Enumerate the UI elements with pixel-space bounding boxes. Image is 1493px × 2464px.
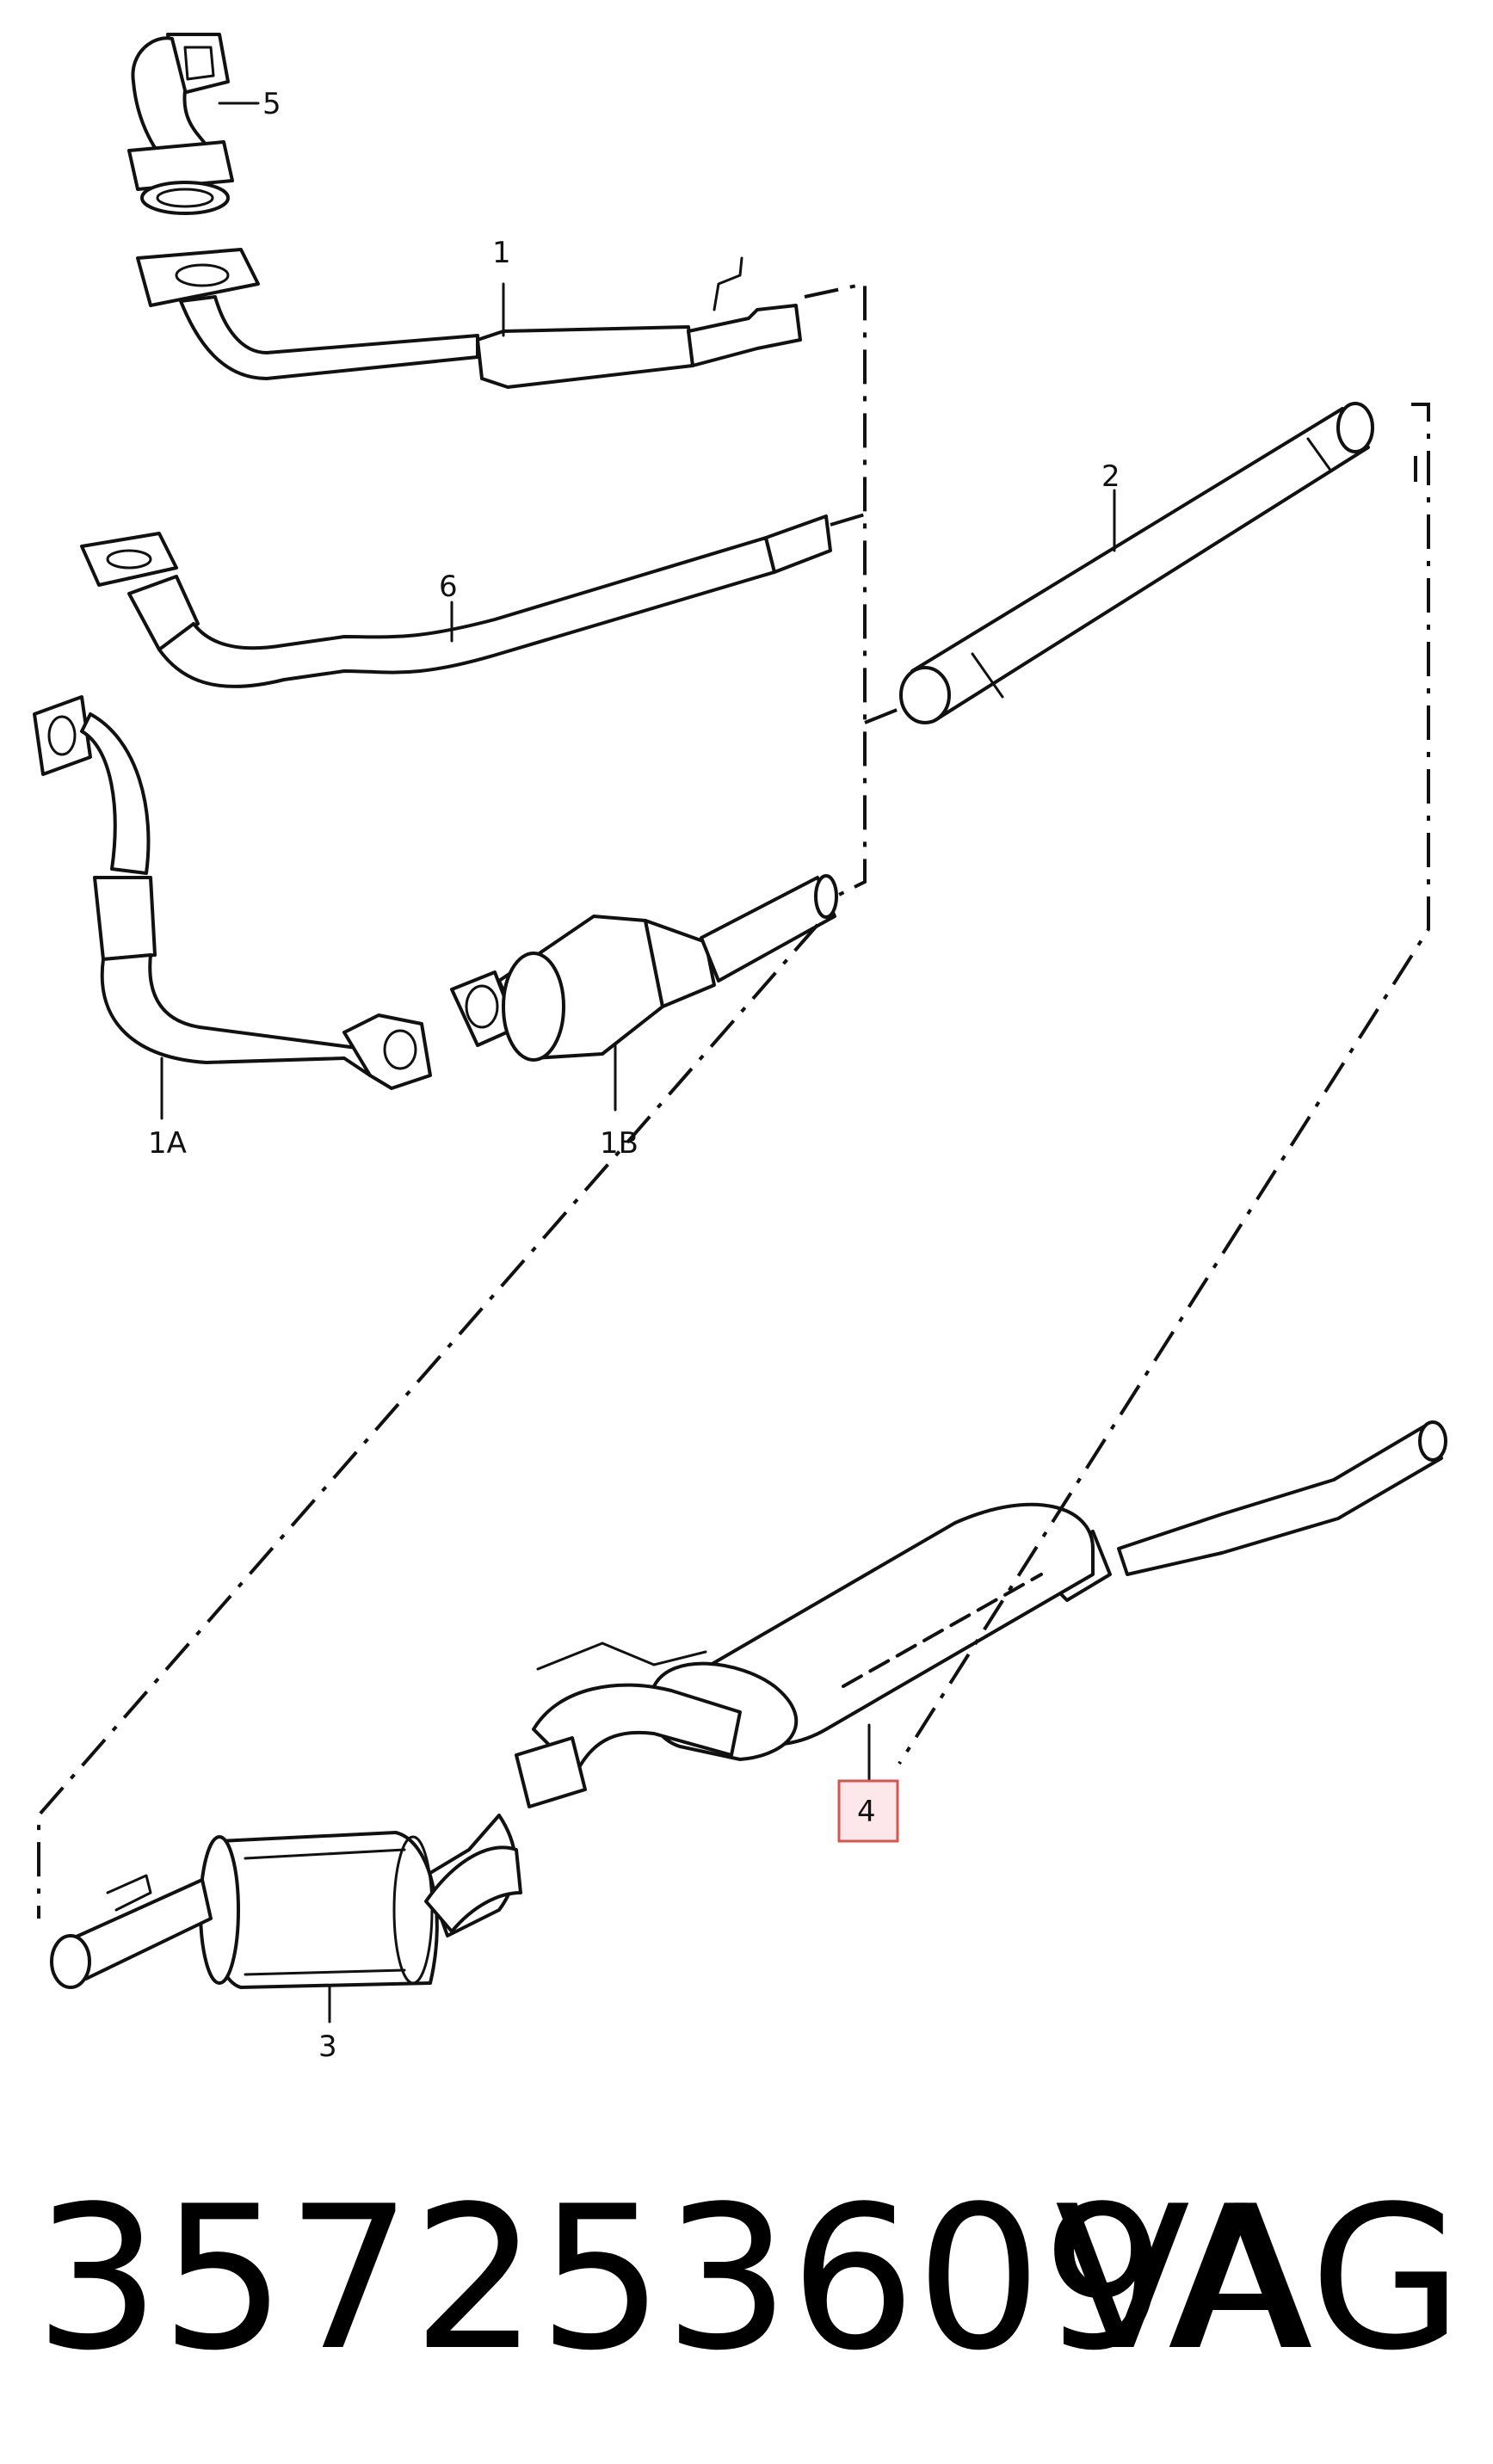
part-3-rear-silencer[interactable] bbox=[50, 1831, 522, 2024]
part-2-middle-pipe[interactable] bbox=[899, 402, 1374, 724]
callout-6: 6 bbox=[439, 570, 458, 604]
brand-label: VAG bbox=[1054, 2165, 1463, 2394]
callout-1b: 1B bbox=[600, 1126, 639, 1161]
callout-1: 1 bbox=[492, 236, 511, 270]
callout-3: 3 bbox=[318, 2030, 337, 2064]
callout-2: 2 bbox=[1101, 459, 1120, 494]
part-6-front-pipe[interactable] bbox=[80, 514, 832, 688]
part-1b-catalytic-converter[interactable] bbox=[450, 874, 838, 1112]
callout-4: 4 bbox=[857, 1795, 876, 1829]
callout-1a: 1A bbox=[148, 1126, 187, 1161]
part-4-center-silencer[interactable] bbox=[424, 1420, 1447, 1937]
footer: 357253609A VAG bbox=[34, 2151, 1463, 2409]
assembly-guide-lines bbox=[37, 281, 1430, 1919]
callout-4-highlight: 4 bbox=[837, 1779, 899, 1843]
part-1a-down-pipe[interactable] bbox=[33, 695, 432, 1120]
part-1-front-pipe[interactable] bbox=[136, 248, 802, 389]
part-5-manifold-elbow[interactable] bbox=[127, 33, 260, 215]
part-number: 357253609A bbox=[34, 2165, 1304, 2394]
callout-5: 5 bbox=[262, 87, 281, 121]
